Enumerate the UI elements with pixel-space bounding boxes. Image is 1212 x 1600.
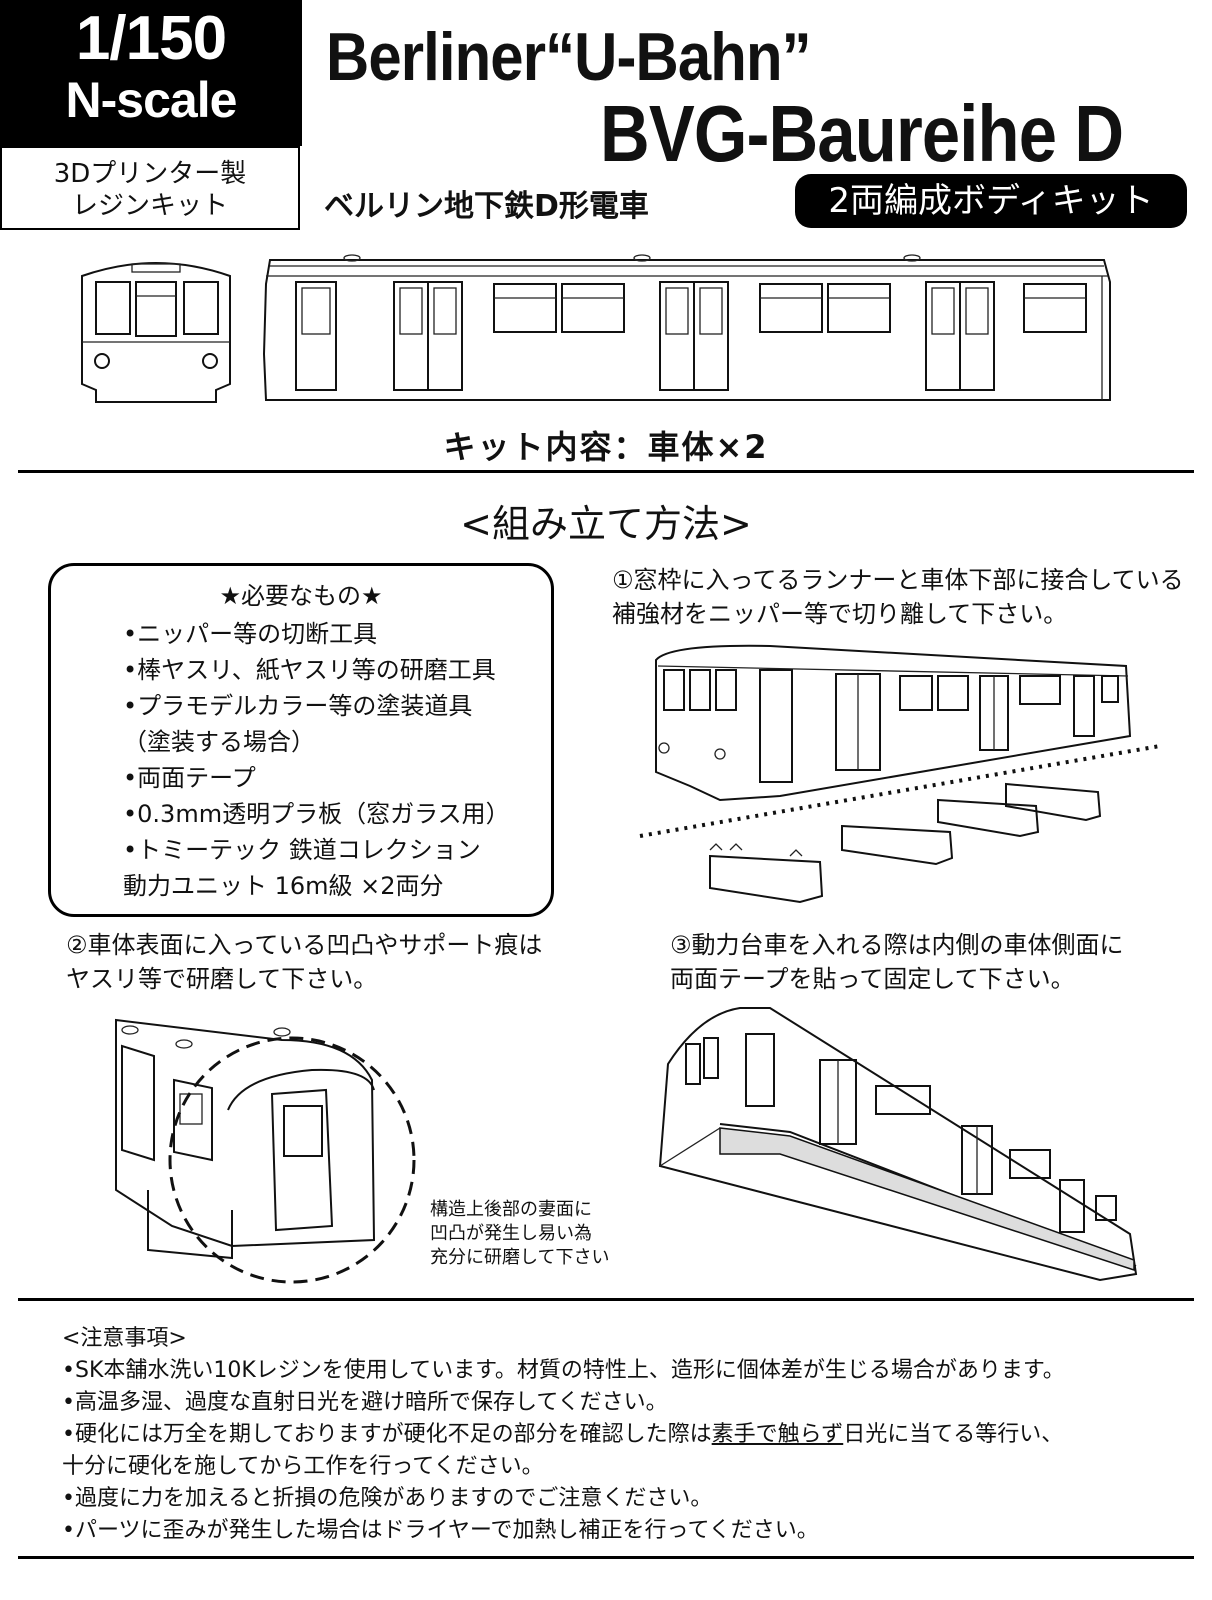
step2-caption-line1: 構造上後部の妻面に xyxy=(430,1199,592,1220)
required-item: •両面テープ xyxy=(123,764,256,792)
step1-line2: 補強材をニッパー等で切り離して下さい。 xyxy=(612,600,1068,628)
step1-car-drawing xyxy=(639,644,1161,904)
kit-type-line1: 3Dプリンター製 xyxy=(53,159,247,189)
step2-line1: ②車体表面に入っている凹凸やサポート痕は xyxy=(66,931,543,959)
note-item: 十分に硬化を施してから工作を行ってください。 xyxy=(62,1454,544,1479)
required-items-box: ★必要なもの★ •ニッパー等の切断工具 •棒ヤスリ、紙ヤスリ等の研磨工具 •プラ… xyxy=(48,563,554,917)
step1-line1: ①窓枠に入ってるランナーと車体下部に接合している xyxy=(612,566,1184,594)
car-front-view-drawing xyxy=(81,262,231,403)
required-item: •棒ヤスリ、紙ヤスリ等の研磨工具 xyxy=(123,656,496,684)
divider-top xyxy=(18,470,1194,473)
step2-line2: ヤスリ等で研磨して下さい。 xyxy=(66,965,378,993)
required-item: •ニッパー等の切断工具 xyxy=(123,620,378,648)
kit-type-box: 3Dプリンター製 レジンキット xyxy=(0,146,300,230)
required-item: •トミーテック 鉄道コレクション xyxy=(123,836,481,864)
body-kit-badge: 2両編成ボディキット xyxy=(795,174,1187,228)
step2-caption-line2: 凹凸が発生し易い為 xyxy=(430,1223,592,1244)
divider-bottom xyxy=(18,1556,1194,1559)
required-items-title: ★必要なもの★ xyxy=(219,582,383,610)
note-item: •高温多湿、過度な直射日光を避け暗所で保存してください。 xyxy=(62,1390,668,1415)
note-curing-part1: •硬化には万全を期しておりますが硬化不足の部分を確認した際は xyxy=(62,1422,712,1447)
step2-caption-line3: 充分に研磨して下さい xyxy=(430,1247,610,1268)
kit-contents: キット内容：車体×2 xyxy=(443,428,769,466)
step2-car-end-drawing xyxy=(115,1018,416,1284)
notes-title: <注意事項> xyxy=(62,1326,187,1351)
note-item: •SK本舗水洗い10Kレジンを使用しています。材質の特性上、造形に個体差が生じる… xyxy=(62,1358,1065,1383)
assembly-title: <組み立て方法> xyxy=(460,502,752,546)
note-item-curing: •硬化には万全を期しておりますが硬化不足の部分を確認した際は素手で触らず日光に当… xyxy=(62,1416,1063,1448)
note-item: •過度に力を加えると折損の危険がありますのでご注意ください。 xyxy=(62,1486,713,1511)
required-item: 動力ユニット 16m級 ×2両分 xyxy=(123,872,444,900)
required-item: （塗装する場合） xyxy=(123,728,315,756)
step3-car-drawing xyxy=(658,1007,1138,1282)
divider-notes xyxy=(18,1298,1194,1301)
step3-line1: ③動力台車を入れる際は内側の車体側面に xyxy=(670,931,1124,959)
note-curing-part2: 日光に当てる等行い、 xyxy=(843,1422,1064,1447)
scale-ratio: 1/150 xyxy=(75,4,227,73)
title-line2: BVG-Baureihe D xyxy=(600,89,1124,178)
kit-type-line2: レジンキット xyxy=(71,191,228,221)
step3-line2: 両面テープを貼って固定して下さい。 xyxy=(670,965,1075,993)
car-side-view-drawing xyxy=(262,254,1111,401)
subtitle-jp: ベルリン地下鉄D形電車 xyxy=(324,189,649,224)
scale-badge: 1/150 N-scale xyxy=(0,0,302,146)
title-line1: Berliner“U-Bahn” xyxy=(326,19,812,95)
note-curing-emphasis: 素手で触らず xyxy=(711,1422,844,1447)
required-item: •プラモデルカラー等の塗装道具 xyxy=(123,692,473,720)
note-item: •パーツに歪みが発生した場合はドライヤーで加熱し補正を行ってください。 xyxy=(62,1518,819,1543)
scale-gauge: N-scale xyxy=(65,72,238,128)
required-item: •0.3mm透明プラ板（窓ガラス用） xyxy=(123,800,510,828)
